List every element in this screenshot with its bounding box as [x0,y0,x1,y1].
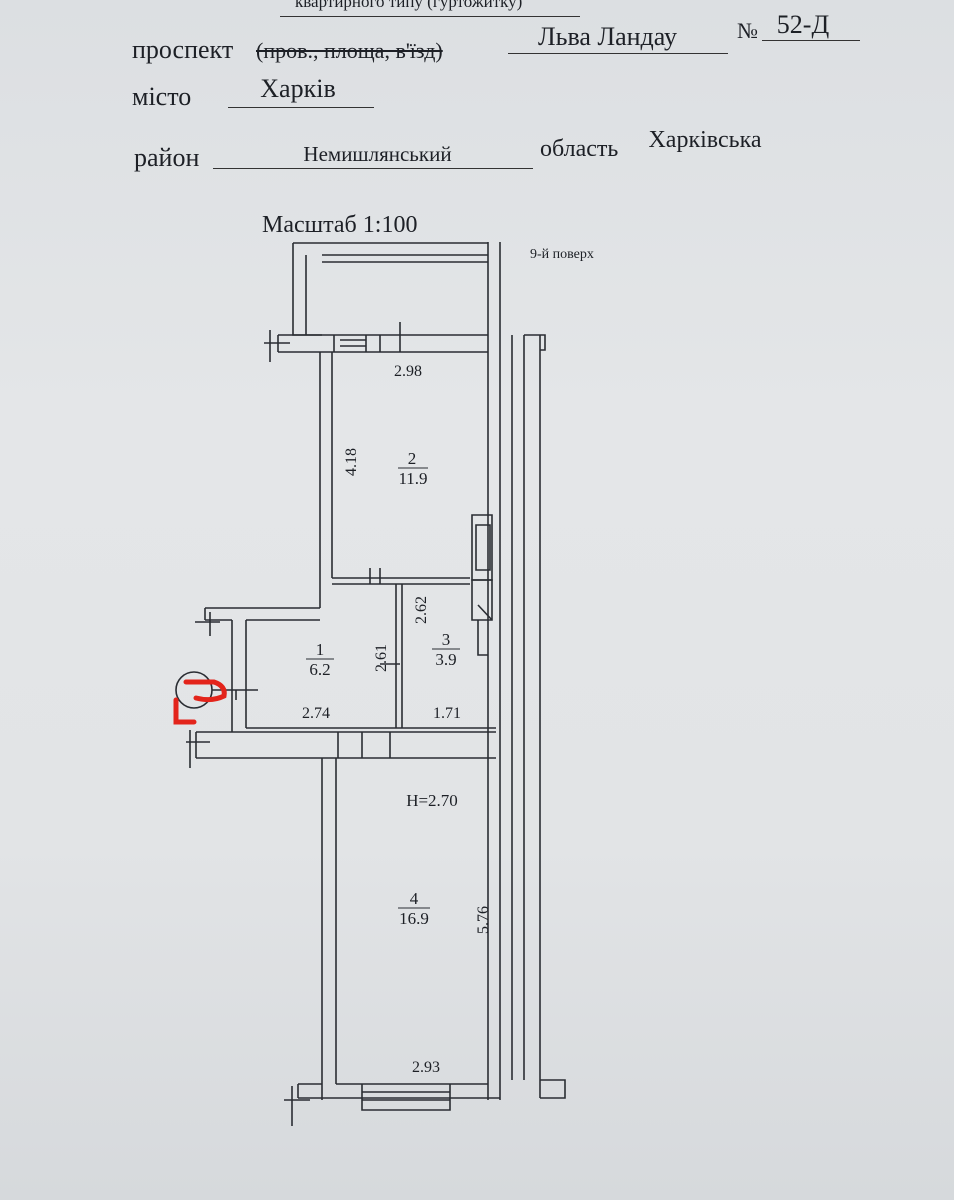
district-value: Немишлянський [303,142,452,166]
floor-label: 9-й поверх [530,247,594,262]
city-underline [228,107,374,108]
dim-room3-length: 2.62 [413,596,430,624]
document-subtitle: квартирного типу (гуртожитку) [295,0,523,11]
dim-room1-width: 2.74 [302,705,330,722]
street-underline [508,53,728,54]
dim-room3-width: 1.71 [433,705,461,722]
room-3-number: 3 [442,630,451,649]
district-label: район [134,143,200,172]
street-label: проспект [132,35,234,64]
room-4-number: 4 [410,889,419,908]
region-label: область [540,136,619,162]
scale-label: Масштаб 1:100 [262,212,417,238]
room-2-area: 11.9 [398,469,427,488]
city-label: місто [132,82,192,111]
city-value: Харків [260,74,336,103]
number-label: № [737,18,758,43]
ceiling-height: H=2.70 [406,791,458,810]
dim-room2-width: 2.98 [394,363,422,380]
dim-room2-length: 4.18 [343,448,360,476]
dim-room1-length: 2.61 [373,644,390,672]
street-value: Льва Ландау [537,22,677,51]
room-1-area: 6.2 [309,660,330,679]
number-value: 52-Д [776,10,830,39]
dim-room4-length: 5.76 [475,906,492,934]
subtitle-underline [280,16,580,17]
room-1-number: 1 [316,640,325,659]
region-value: Харківська [648,127,762,153]
dim-room4-width: 2.93 [412,1059,440,1076]
room-2-number: 2 [408,449,417,468]
room-3-area: 3.9 [435,650,456,669]
room-4-area: 16.9 [399,909,429,928]
street-label-alt: (пров., площа, в'їзд) [256,38,443,63]
district-underline [213,168,533,169]
number-underline [762,40,860,41]
